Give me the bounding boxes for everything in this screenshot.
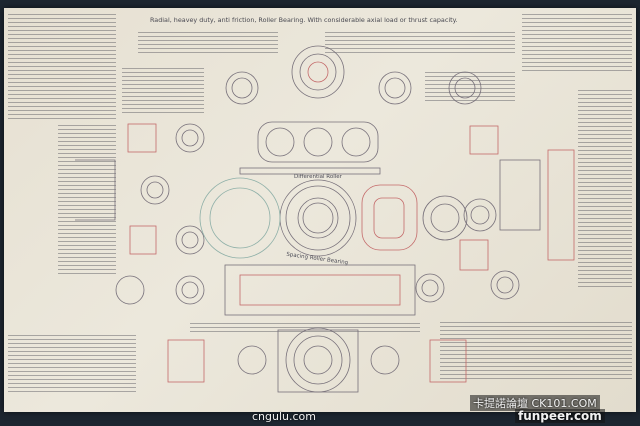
watermark-ck101: 卡提諾論壇 CK101.COM <box>470 395 600 411</box>
intro-text <box>138 32 278 54</box>
roller-cage-assembly <box>239 121 381 175</box>
differential-roller-label: Differential Roller <box>294 174 342 180</box>
left-description-text <box>8 14 116 122</box>
left-column-text <box>58 125 116 275</box>
bearing-section-left <box>75 123 205 255</box>
intro-text-right <box>325 32 515 54</box>
shaft-section <box>115 264 445 316</box>
bearing-ring-top-4 <box>448 71 482 105</box>
technical-drawing-poster <box>4 8 636 412</box>
differential-roller-bearing <box>199 177 357 259</box>
bearing-ring-top-1 <box>225 71 259 105</box>
right-description-text <box>522 14 632 74</box>
bearing-section-right <box>459 125 575 300</box>
watermark-funpeer: funpeer.com <box>515 409 605 423</box>
poster-title: Radial, heavey duty, anti friction, Roll… <box>150 16 458 24</box>
spacing-roller-section <box>361 184 468 251</box>
right-column-text <box>578 90 632 290</box>
bottom-bearings <box>167 327 467 393</box>
left-bottom-text <box>8 335 136 393</box>
bearing-ring-top-3 <box>378 71 412 105</box>
watermark-cngulu: cngulu.com <box>252 410 316 423</box>
bottom-center-note <box>190 323 420 333</box>
center-note <box>122 68 204 113</box>
bottom-right-text <box>440 322 632 382</box>
bearing-ring-top-2 <box>291 45 345 99</box>
